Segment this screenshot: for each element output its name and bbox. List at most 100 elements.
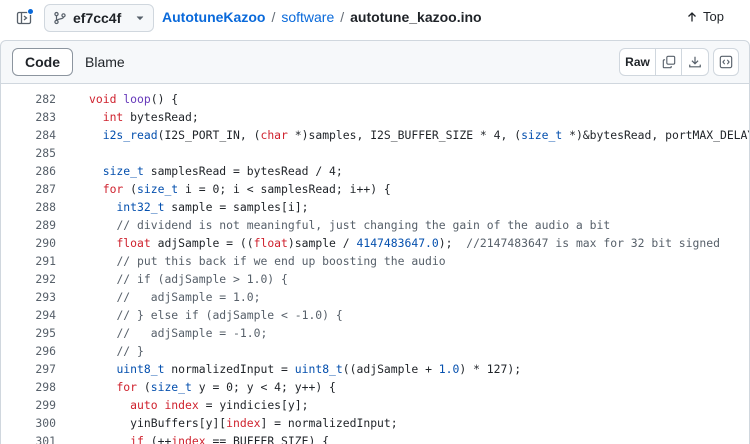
- indent: [89, 272, 116, 286]
- line-number[interactable]: 290: [35, 236, 56, 250]
- code-token: float: [253, 236, 288, 250]
- indent: [89, 344, 116, 358]
- code-token: (++: [143, 434, 172, 444]
- indent: [89, 416, 130, 430]
- line-source: void loop() {: [89, 90, 178, 108]
- code-token: adjSample = ((: [150, 236, 254, 250]
- code-token: // } else if (adjSample < -1.0) {: [116, 308, 343, 322]
- line-source: for (size_t i = 0; i < samplesRead; i++)…: [89, 180, 391, 198]
- side-panel-button[interactable]: [12, 6, 36, 30]
- code-token: samplesRead = bytesRead / 4;: [143, 164, 343, 178]
- line-source: int bytesRead;: [89, 108, 199, 126]
- code-token: bytesRead;: [123, 110, 199, 124]
- indent: [89, 110, 103, 124]
- line-source: // } else if (adjSample < -1.0) {: [89, 306, 343, 324]
- line-number[interactable]: 301: [35, 434, 56, 444]
- line-number[interactable]: 298: [35, 380, 56, 394]
- line-source: uint8_t normalizedInput = uint8_t((adjSa…: [89, 360, 521, 378]
- raw-button[interactable]: Raw: [620, 49, 656, 75]
- tab-code[interactable]: Code: [12, 48, 73, 76]
- notification-dot: [27, 8, 34, 15]
- copy-raw-button[interactable]: [656, 49, 682, 75]
- download-button[interactable]: [682, 49, 708, 75]
- code-token: y = 0; y < 4; y++) {: [191, 380, 336, 394]
- code-line: 297 uint8_t normalizedInput = uint8_t((a…: [1, 360, 749, 378]
- code-token: 1.0: [438, 362, 460, 376]
- indent: [89, 308, 116, 322]
- code-token: (I2S_PORT_IN, (: [157, 128, 261, 142]
- line-source: // adjSample = 1.0;: [89, 288, 260, 306]
- indent: [89, 398, 130, 412]
- code-line: 293 // adjSample = 1.0;: [1, 288, 749, 306]
- code-token: sample = samples[i];: [164, 200, 309, 214]
- line-number[interactable]: 286: [35, 164, 56, 178]
- code-token: size_t: [521, 128, 563, 142]
- line-number[interactable]: 299: [35, 398, 56, 412]
- code-token: // dividend is not meaningful, just chan…: [116, 218, 611, 232]
- breadcrumb-folder-link[interactable]: software: [281, 9, 335, 25]
- breadcrumb: AutotuneKazoo / software / autotune_kazo…: [162, 9, 482, 25]
- chevron-down-icon: [136, 16, 144, 21]
- breadcrumb-file-name: autotune_kazoo.ino: [350, 9, 482, 25]
- code-line: 299 auto index = yindicies[y];: [1, 396, 749, 414]
- arrow-up-icon: [688, 11, 696, 21]
- back-to-top-button[interactable]: Top: [686, 9, 724, 24]
- branch-selector[interactable]: ef7cc4f: [44, 4, 154, 32]
- branch-name: ef7cc4f: [73, 10, 122, 26]
- back-to-top-label: Top: [703, 9, 724, 24]
- line-number[interactable]: 287: [35, 182, 56, 196]
- line-number[interactable]: 283: [35, 110, 56, 124]
- code-line: 296 // }: [1, 342, 749, 360]
- code-token: ) * 127);: [459, 362, 522, 376]
- git-branch-icon: [54, 11, 66, 25]
- line-source: // if (adjSample > 1.0) {: [89, 270, 288, 288]
- line-number[interactable]: 293: [35, 290, 56, 304]
- indent: [89, 236, 116, 250]
- code-token: char: [260, 128, 288, 142]
- line-number[interactable]: 289: [35, 218, 56, 232]
- line-number[interactable]: 295: [35, 326, 56, 340]
- line-source: // put this back if we end up boosting t…: [89, 252, 445, 270]
- code-token: //2147483647 is max for 32 bit signed: [466, 236, 720, 250]
- line-number[interactable]: 285: [35, 146, 56, 160]
- code-token: yinBuffers[y][: [130, 416, 227, 430]
- line-number[interactable]: 294: [35, 308, 56, 322]
- line-number[interactable]: 284: [35, 128, 56, 142]
- tab-blame[interactable]: Blame: [85, 54, 125, 70]
- breadcrumb-repo-link[interactable]: AutotuneKazoo: [162, 9, 266, 25]
- line-source: for (size_t y = 0; y < 4; y++) {: [89, 378, 336, 396]
- code-token: size_t: [150, 380, 192, 394]
- code-token: loop: [123, 92, 151, 106]
- code-token: size_t: [137, 182, 179, 196]
- code-token: () {: [150, 92, 179, 106]
- line-number[interactable]: 300: [35, 416, 56, 430]
- code-line: 284 i2s_read(I2S_PORT_IN, (char *)sample…: [1, 126, 749, 144]
- code-token: uint8_t: [294, 362, 343, 376]
- line-number[interactable]: 291: [35, 254, 56, 268]
- code-line: 289 // dividend is not meaningful, just …: [1, 216, 749, 234]
- line-number[interactable]: 282: [35, 92, 56, 106]
- code-line: 295 // adjSample = -1.0;: [1, 324, 749, 342]
- indent: [89, 254, 116, 268]
- code-line: 283 int bytesRead;: [1, 108, 749, 126]
- indent: [89, 128, 103, 142]
- code-token: ] = normalizedInput;: [260, 416, 398, 430]
- line-source: // }: [89, 342, 143, 360]
- indent: [89, 362, 116, 376]
- symbols-button[interactable]: [713, 48, 739, 76]
- line-number[interactable]: 297: [35, 362, 56, 376]
- line-number[interactable]: 292: [35, 272, 56, 286]
- line-number[interactable]: 296: [35, 344, 56, 358]
- download-icon: [689, 56, 701, 68]
- code-token: // if (adjSample > 1.0) {: [116, 272, 288, 286]
- code-token: auto: [130, 398, 158, 412]
- file-actions: Raw: [619, 48, 709, 76]
- code-token: float: [116, 236, 151, 250]
- indent: [89, 380, 116, 394]
- breadcrumb-separator: /: [271, 9, 276, 25]
- code-token: uint8_t: [116, 362, 165, 376]
- line-source: if (++index == BUFFER_SIZE) {: [89, 432, 329, 444]
- code-token: = yindicies[y];: [198, 398, 309, 412]
- line-number[interactable]: 288: [35, 200, 56, 214]
